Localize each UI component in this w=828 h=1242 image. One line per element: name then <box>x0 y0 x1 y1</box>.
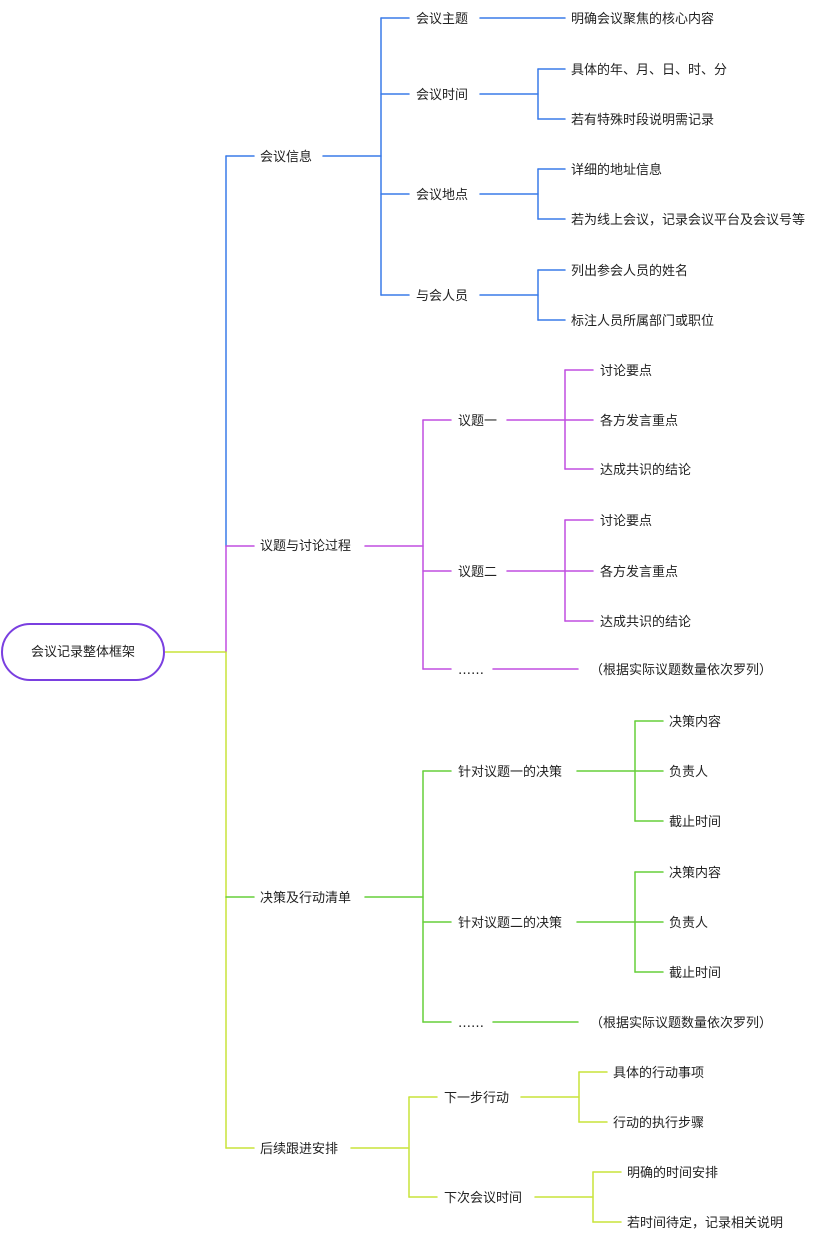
leaf-label[interactable]: 标注人员所属部门或职位 <box>571 314 714 329</box>
leaf-label[interactable]: 截止时间 <box>669 966 721 981</box>
subtopic-label[interactable]: 会议地点 <box>416 188 468 203</box>
leaf-label[interactable]: 详细的地址信息 <box>571 162 662 178</box>
leaf-label[interactable]: 具体的年、月、日、时、分 <box>571 62 727 78</box>
leaf-label[interactable]: 决策内容 <box>669 865 721 881</box>
leaf-label[interactable]: 讨论要点 <box>600 514 652 529</box>
branch-meeting-info: 会议信息 会议主题 明确会议聚焦的核心内容 会议时间 具体的年、月、日、时、分 … <box>260 11 805 329</box>
leaf-label[interactable]: 各方发言重点 <box>600 413 678 429</box>
root-node-box <box>1 623 165 681</box>
subtopic-label[interactable]: 下一步行动 <box>444 1091 509 1106</box>
leaf-label[interactable]: 决策内容 <box>669 714 721 730</box>
branch-label[interactable]: 决策及行动清单 <box>260 890 351 906</box>
leaf-label[interactable]: 行动的执行步骤 <box>613 1115 704 1131</box>
root-node[interactable]: 会议记录整体框架 <box>1 623 165 681</box>
leaf-label[interactable]: 讨论要点 <box>600 364 652 379</box>
leaf-label[interactable]: 列出参会人员的姓名 <box>571 263 688 279</box>
subtopic-label[interactable]: …… <box>458 663 484 678</box>
branch-label[interactable]: 议题与讨论过程 <box>260 539 351 554</box>
leaf-label[interactable]: 各方发言重点 <box>600 564 678 580</box>
subtopic-label[interactable]: 针对议题二的决策 <box>458 915 562 931</box>
subtopic-label[interactable]: 会议主题 <box>416 12 468 27</box>
leaf-label[interactable]: （根据实际议题数量依次罗列） <box>590 1015 772 1031</box>
branch-label[interactable]: 会议信息 <box>260 149 312 165</box>
subtopic-label[interactable]: 下次会议时间 <box>444 1190 522 1206</box>
root-node-label: 会议记录整体框架 <box>31 645 135 660</box>
leaf-label[interactable]: 达成共识的结论 <box>600 614 691 630</box>
leaf-label[interactable]: 明确的时间安排 <box>627 1165 718 1181</box>
leaf-label[interactable]: 具体的行动事项 <box>613 1065 704 1081</box>
leaf-label[interactable]: 达成共识的结论 <box>600 462 691 478</box>
branch-topics-discussion: 议题与讨论过程 议题一 讨论要点 各方发言重点 达成共识的结论 议题二 讨论要点… <box>260 364 772 678</box>
subtopic-label[interactable]: 议题一 <box>458 414 497 429</box>
leaf-label[interactable]: 明确会议聚焦的核心内容 <box>571 11 714 27</box>
leaf-label[interactable]: 若有特殊时段说明需记录 <box>571 112 714 128</box>
branch-label[interactable]: 后续跟进安排 <box>260 1142 338 1157</box>
leaf-label[interactable]: 若时间待定，记录相关说明 <box>627 1215 783 1231</box>
leaf-label[interactable]: 截止时间 <box>669 815 721 830</box>
subtopic-label[interactable]: 针对议题一的决策 <box>458 764 562 780</box>
subtopic-label[interactable]: 会议时间 <box>416 88 468 103</box>
leaf-label[interactable]: 负责人 <box>669 916 708 931</box>
branch-decisions-actions: 决策及行动清单 针对议题一的决策 决策内容 负责人 截止时间 针对议题二的决策 … <box>260 714 772 1031</box>
connector-lines <box>163 17 664 1223</box>
leaf-label[interactable]: （根据实际议题数量依次罗列） <box>590 662 772 678</box>
leaf-label[interactable]: 若为线上会议，记录会议平台及会议号等 <box>571 212 805 228</box>
subtopic-label[interactable]: 与会人员 <box>416 289 468 304</box>
leaf-label[interactable]: 负责人 <box>669 765 708 780</box>
branch-follow-up: 后续跟进安排 下一步行动 具体的行动事项 行动的执行步骤 下次会议时间 明确的时… <box>260 1065 783 1231</box>
subtopic-label[interactable]: 议题二 <box>458 565 497 580</box>
subtopic-label[interactable]: …… <box>458 1016 484 1031</box>
